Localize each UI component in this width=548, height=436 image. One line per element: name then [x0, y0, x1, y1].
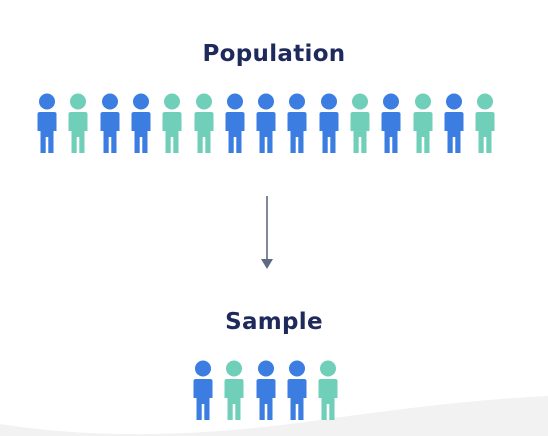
person-icon	[162, 93, 182, 153]
person-head	[320, 93, 337, 110]
person-body	[350, 112, 370, 153]
person-body	[319, 112, 339, 153]
person-icon	[318, 360, 338, 420]
person-body	[100, 112, 120, 153]
person-head	[288, 360, 305, 377]
person-icon	[475, 93, 495, 153]
person-head	[195, 93, 212, 110]
population-title: Population	[202, 41, 346, 67]
sample-title: Sample	[225, 309, 323, 335]
person-icon	[100, 93, 120, 153]
person-body	[381, 112, 401, 153]
person-icon	[256, 93, 276, 153]
person-body	[413, 112, 433, 153]
person-head	[445, 93, 462, 110]
person-body	[131, 112, 151, 153]
person-head	[132, 93, 149, 110]
person-body	[256, 379, 276, 420]
person-head	[101, 93, 118, 110]
person-icon	[225, 93, 245, 153]
person-head	[289, 93, 306, 110]
person-head	[257, 360, 274, 377]
person-icon	[287, 93, 307, 153]
person-body	[37, 112, 57, 153]
person-head	[226, 360, 243, 377]
person-head	[414, 93, 431, 110]
person-icon	[131, 93, 151, 153]
person-icon	[224, 360, 244, 420]
person-head	[70, 93, 87, 110]
person-body	[444, 112, 464, 153]
person-icon	[193, 360, 213, 420]
person-head	[226, 93, 243, 110]
person-body	[194, 112, 213, 153]
person-body	[193, 379, 213, 420]
person-icon	[194, 93, 213, 153]
person-icon	[350, 93, 370, 153]
person-icon	[413, 93, 433, 153]
person-head	[164, 93, 181, 110]
person-head	[352, 93, 368, 110]
person-head	[39, 93, 55, 110]
person-body	[475, 112, 495, 153]
arrow-head	[261, 259, 273, 269]
person-head	[320, 360, 337, 377]
person-head	[195, 360, 211, 377]
person-body	[224, 379, 244, 420]
person-body	[318, 379, 338, 420]
person-icon	[381, 93, 401, 153]
down-arrow-icon	[261, 196, 273, 269]
person-icon	[68, 93, 88, 153]
person-icon	[37, 93, 57, 153]
sample-group	[190, 360, 350, 420]
person-body	[68, 112, 88, 153]
person-body	[287, 379, 307, 420]
person-head	[383, 93, 400, 110]
person-body	[225, 112, 245, 153]
population-group	[34, 93, 504, 153]
person-body	[256, 112, 276, 153]
person-head	[477, 93, 494, 110]
person-icon	[287, 360, 307, 420]
person-icon	[319, 93, 339, 153]
person-body	[162, 112, 182, 153]
person-body	[287, 112, 307, 153]
person-icon	[444, 93, 464, 153]
person-icon	[256, 360, 276, 420]
person-head	[258, 93, 275, 110]
